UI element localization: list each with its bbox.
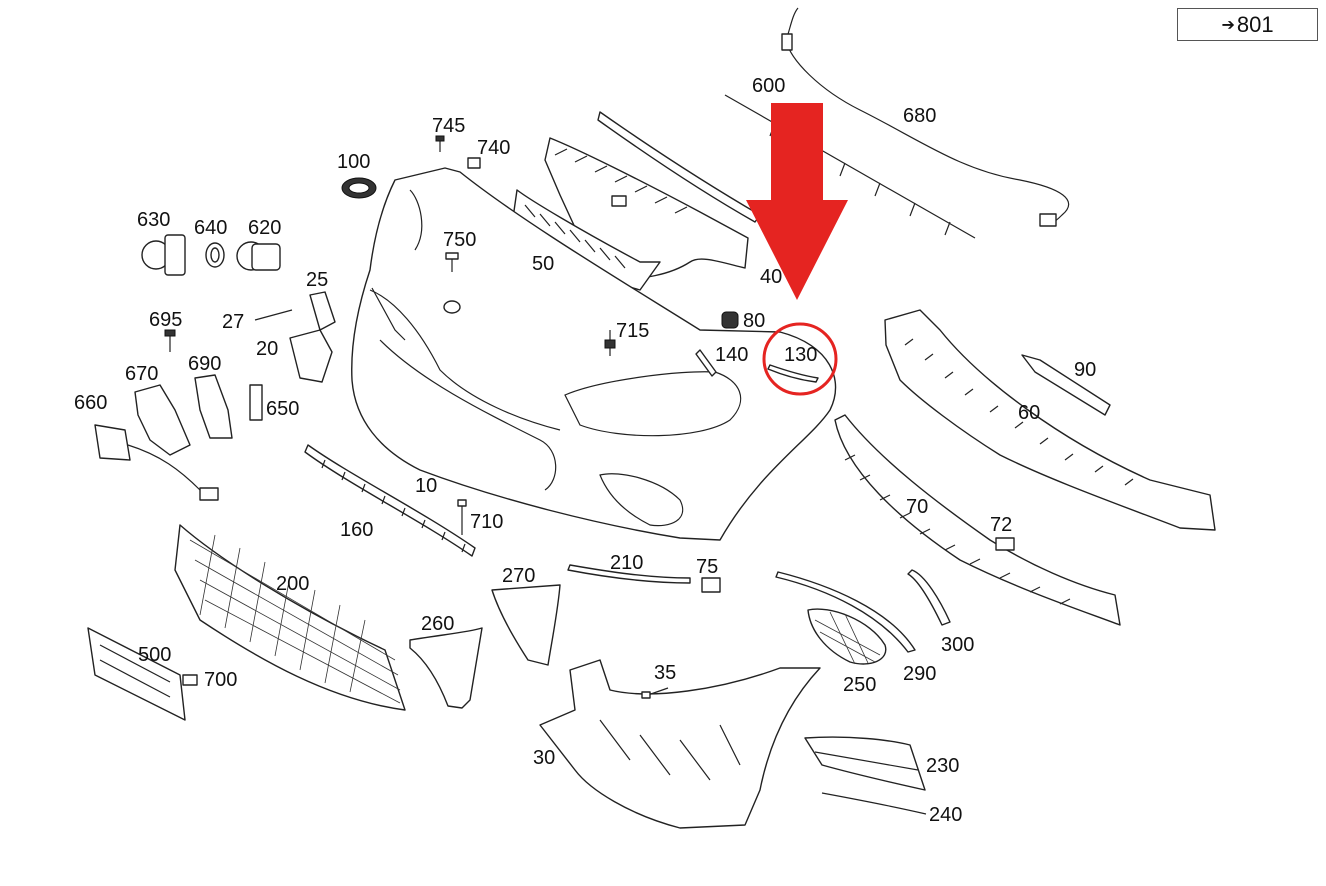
label-250: 250 xyxy=(843,674,876,696)
part-745-screw xyxy=(435,135,445,152)
label-25: 25 xyxy=(306,269,328,291)
highlight-arrow xyxy=(746,103,848,300)
label-50: 50 xyxy=(532,253,554,275)
label-715: 715 xyxy=(616,320,649,342)
reference-code: 801 xyxy=(1236,11,1274,37)
label-90: 90 xyxy=(1074,359,1096,381)
part-30-diffuser xyxy=(539,659,821,829)
label-75: 75 xyxy=(696,556,718,578)
label-100: 100 xyxy=(337,151,370,173)
label-690: 690 xyxy=(188,353,221,375)
part-27-pin xyxy=(254,309,293,321)
part-715-clip xyxy=(604,330,616,356)
part-660-module xyxy=(94,424,219,501)
label-640: 640 xyxy=(194,217,227,239)
part-72-clip xyxy=(995,537,1015,551)
label-240: 240 xyxy=(929,804,962,826)
part-680-cable xyxy=(781,7,1070,227)
part-200-grille xyxy=(174,524,406,711)
part-75-clip xyxy=(701,577,721,593)
part-690-bracket xyxy=(194,374,233,439)
part-60-absorber xyxy=(884,309,1216,531)
part-630-sensor xyxy=(141,234,186,276)
part-710-screw xyxy=(457,499,467,535)
part-20-bracket xyxy=(289,329,333,383)
part-80-grommet xyxy=(721,311,739,329)
part-740-clip xyxy=(467,157,481,169)
label-160: 160 xyxy=(340,519,373,541)
part-35-screw xyxy=(641,687,669,699)
label-70: 70 xyxy=(906,496,928,518)
part-210-strip xyxy=(567,564,691,584)
label-10: 10 xyxy=(415,475,437,497)
part-160-strip xyxy=(304,444,476,557)
label-27: 27 xyxy=(222,311,244,333)
label-130: 130 xyxy=(784,344,817,366)
part-240-strip xyxy=(821,792,927,815)
label-670: 670 xyxy=(125,363,158,385)
label-72: 72 xyxy=(990,514,1012,536)
highlight-circle xyxy=(762,322,838,396)
part-100-emblem xyxy=(341,177,377,199)
label-40: 40 xyxy=(760,266,782,288)
label-600: 600 xyxy=(752,75,785,97)
part-270-panel xyxy=(491,584,561,666)
part-70-strip xyxy=(834,414,1121,626)
label-35: 35 xyxy=(654,662,676,684)
label-650: 650 xyxy=(266,398,299,420)
label-750: 750 xyxy=(443,229,476,251)
label-710: 710 xyxy=(470,511,503,533)
part-230-trim xyxy=(804,736,926,791)
part-130-trim xyxy=(767,364,819,383)
label-745: 745 xyxy=(432,115,465,137)
part-620-sensor xyxy=(236,241,281,271)
label-60: 60 xyxy=(1018,402,1040,424)
label-210: 210 xyxy=(610,552,643,574)
part-300-trim xyxy=(907,569,951,626)
label-230: 230 xyxy=(926,755,959,777)
part-260-trim xyxy=(409,627,483,709)
label-300: 300 xyxy=(941,634,974,656)
part-90-bracket xyxy=(1021,354,1111,416)
part-640-ring xyxy=(205,242,225,268)
label-740: 740 xyxy=(477,137,510,159)
part-700-nut xyxy=(182,674,198,686)
part-670-bracket xyxy=(134,384,191,456)
part-25-bracket xyxy=(309,291,336,331)
part-500-plate xyxy=(87,627,186,721)
label-660: 660 xyxy=(74,392,107,414)
label-270: 270 xyxy=(502,565,535,587)
label-80: 80 xyxy=(743,310,765,332)
label-30: 30 xyxy=(533,747,555,769)
label-500: 500 xyxy=(138,644,171,666)
reference-box: ➔ 801 xyxy=(1177,8,1318,41)
label-200: 200 xyxy=(276,573,309,595)
reference-arrow-icon: ➔ xyxy=(1221,16,1235,34)
part-695-screw xyxy=(164,329,176,352)
part-10-bumper xyxy=(351,167,837,541)
part-140-trim xyxy=(695,349,717,377)
part-290-trim xyxy=(775,571,916,653)
label-260: 260 xyxy=(421,613,454,635)
label-695: 695 xyxy=(149,309,182,331)
part-750-screw xyxy=(445,252,459,272)
label-620: 620 xyxy=(248,217,281,239)
label-20: 20 xyxy=(256,338,278,360)
label-680: 680 xyxy=(903,105,936,127)
label-630: 630 xyxy=(137,209,170,231)
label-700: 700 xyxy=(204,669,237,691)
part-250-grille xyxy=(807,608,887,665)
part-650-clip xyxy=(249,384,263,421)
label-290: 290 xyxy=(903,663,936,685)
label-140: 140 xyxy=(715,344,748,366)
